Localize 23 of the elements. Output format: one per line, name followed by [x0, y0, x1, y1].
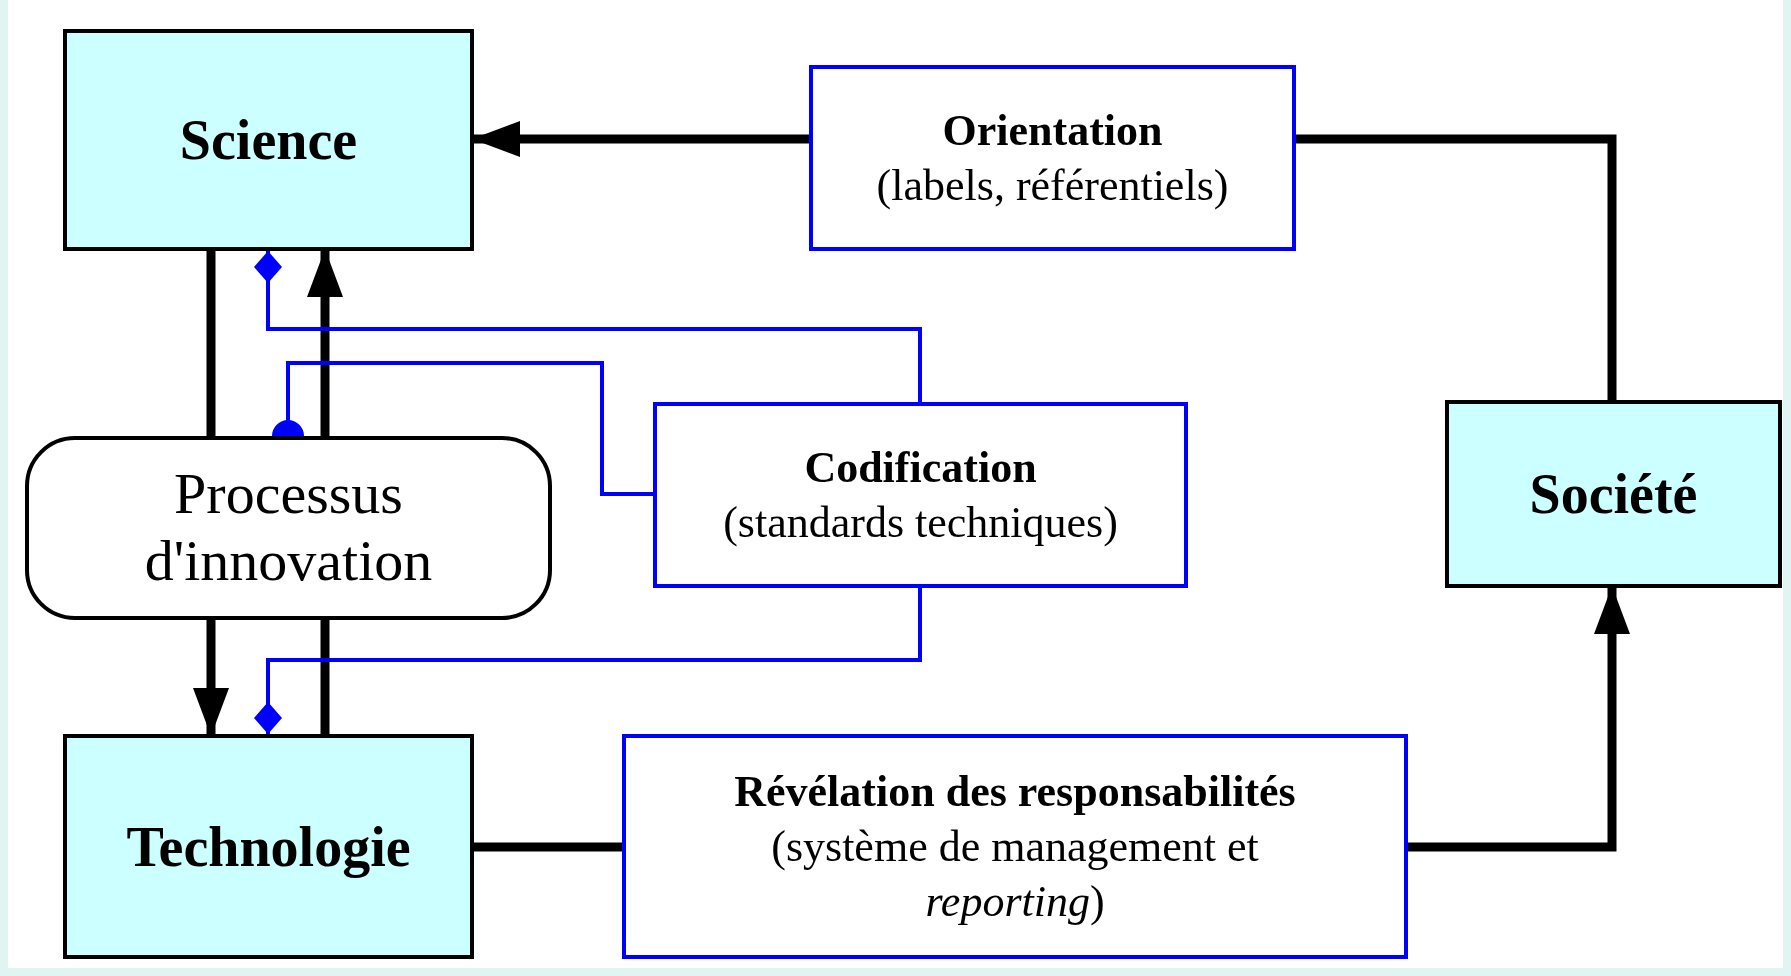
node-subtitle: (labels, référentiels) [876, 160, 1229, 212]
technologie-box [63, 734, 474, 959]
node-title: Processus d'innovation [143, 461, 434, 595]
codification-box [653, 402, 1188, 588]
node-title: Science [179, 108, 358, 173]
node-title: Société [1529, 462, 1698, 527]
arrow [1408, 586, 1630, 852]
orientation-box [809, 65, 1296, 251]
arrow [193, 620, 229, 736]
node-title: Orientation [942, 105, 1163, 157]
arrow [307, 249, 343, 436]
science-box [63, 29, 474, 251]
connector-line [254, 588, 922, 734]
node-title: Technologie [126, 814, 411, 880]
node-subtitle: (standards techniques) [723, 497, 1118, 549]
node-title: Révélation des responsabilités [734, 766, 1296, 818]
process-box [25, 436, 552, 620]
connector-line [254, 251, 922, 402]
node-title: Codification [804, 442, 1037, 494]
societe-box [1445, 400, 1782, 588]
node-subtitle: (système de management et reporting) [770, 821, 1260, 928]
revelation-box [622, 734, 1408, 959]
connector-line [272, 361, 653, 496]
